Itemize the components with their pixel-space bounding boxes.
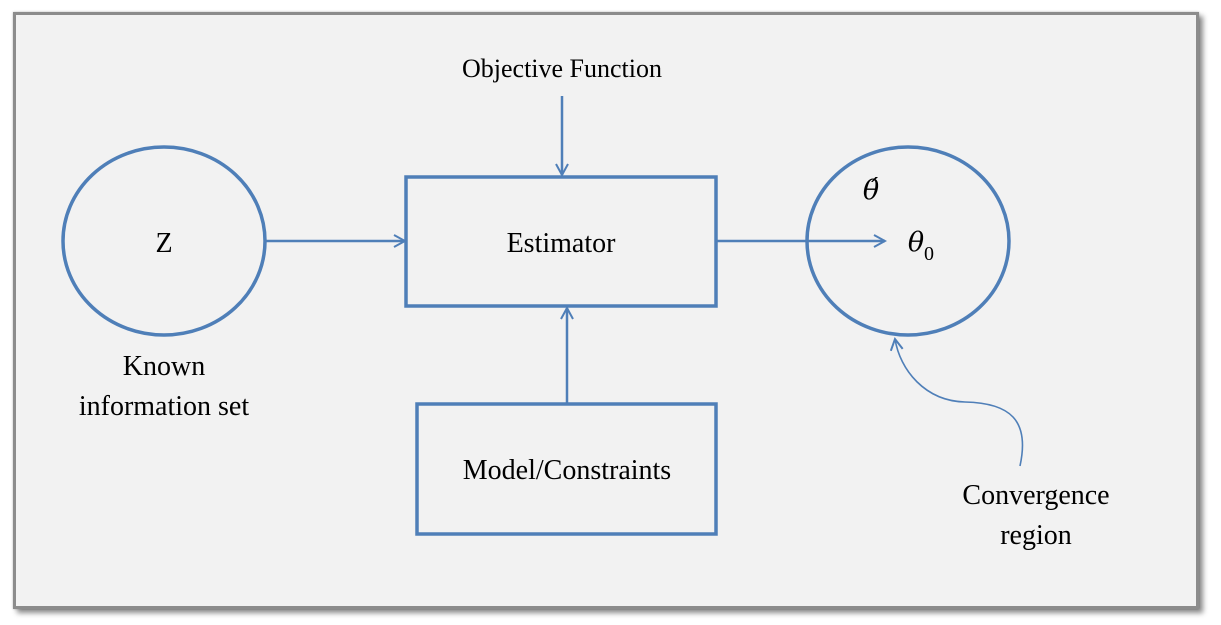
convergence-caption-line-1: Convergence bbox=[962, 480, 1109, 511]
z-node-label: Z bbox=[155, 228, 172, 259]
theta-zero-symbol: θ bbox=[908, 227, 924, 258]
estimator-label: Estimator bbox=[507, 228, 617, 259]
known-caption-line-1: Known bbox=[123, 351, 205, 382]
theta-estimate-symbol: θ́ bbox=[863, 175, 879, 206]
theta-zero-subscript: 0 bbox=[924, 243, 934, 265]
diagram-frame bbox=[13, 12, 1199, 609]
objective-function-label: Objective Function bbox=[462, 54, 662, 83]
known-caption-line-2: information set bbox=[79, 391, 250, 422]
convergence-pointer-arrow bbox=[895, 339, 1024, 467]
model-constraints-box bbox=[415, 402, 718, 536]
model-constraints-label: Model/Constraints bbox=[463, 455, 671, 486]
convergence-caption-line-2: region bbox=[1000, 520, 1072, 551]
